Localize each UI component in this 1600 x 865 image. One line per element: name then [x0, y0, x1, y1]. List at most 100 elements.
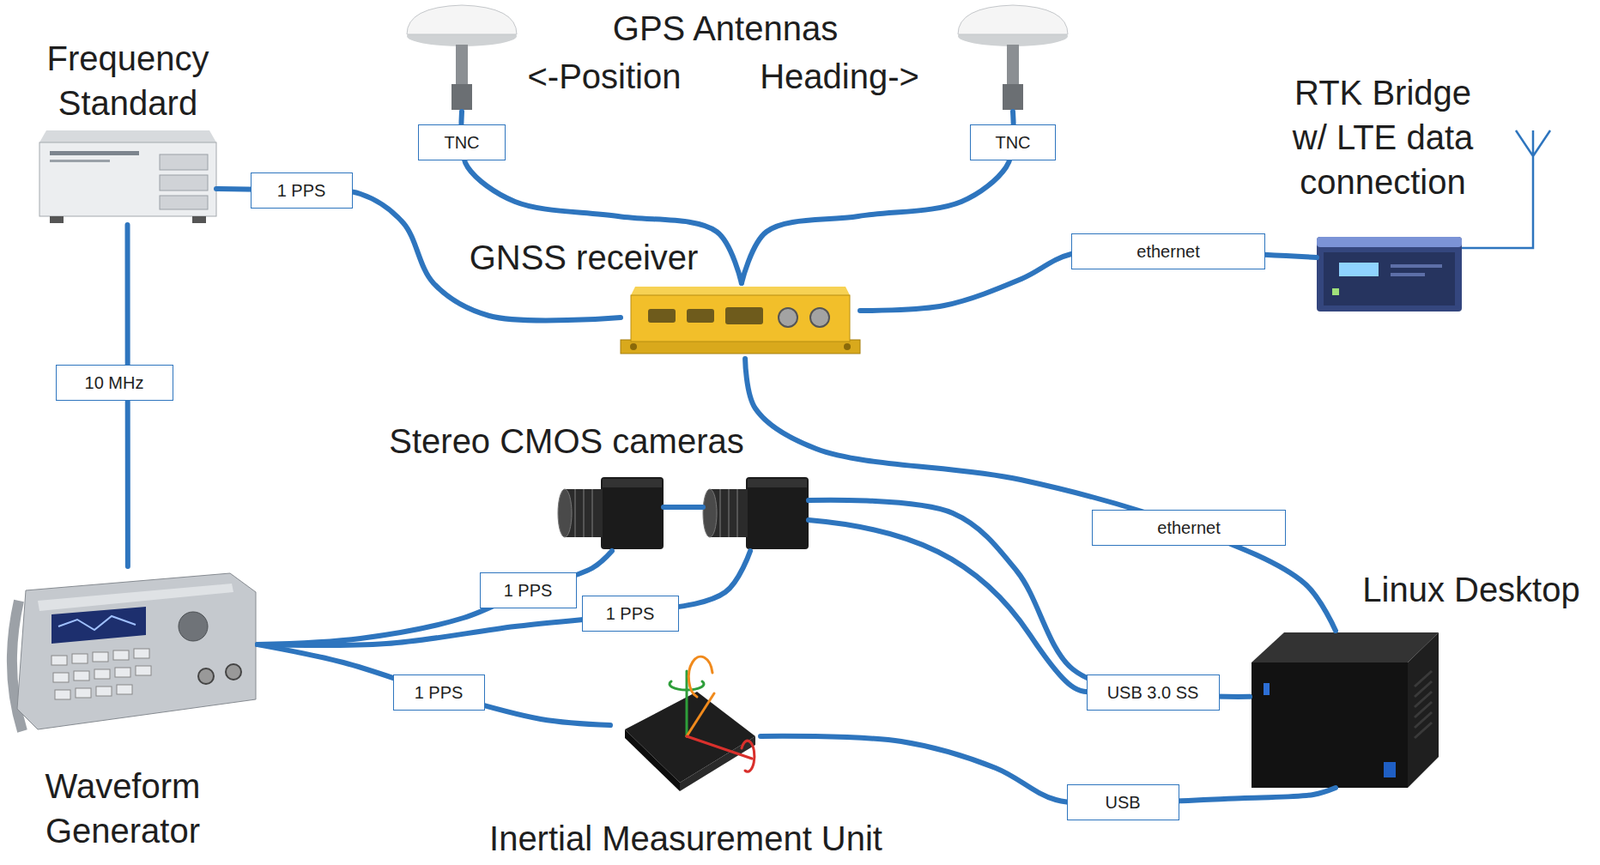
device-label: Stereo CMOS cameras: [388, 418, 744, 464]
signal-cable: [745, 358, 1336, 631]
gnss-receiver-picture: [648, 309, 676, 323]
frequency-standard-picture: [39, 130, 217, 224]
rtk-bridge-picture: [1390, 272, 1425, 277]
gnss-receiver-picture: [630, 286, 850, 296]
rtk-bridge-picture: [1332, 288, 1340, 296]
signal-label: ethernet: [1071, 233, 1266, 270]
gnss-receiver-picture: [630, 343, 637, 351]
desktop-pc-picture: [1414, 722, 1432, 739]
waveform-generator-picture: [17, 573, 256, 730]
waveform-generator-picture: [178, 612, 208, 642]
device-node: <-Position: [403, 3, 521, 112]
signal-label: USB 3.0 SS: [1086, 674, 1220, 711]
gnss-receiver-picture: [843, 343, 851, 351]
gps-antenna-picture: [957, 5, 1068, 35]
waveform-generator-picture: [113, 650, 129, 661]
waveform-generator-picture: [73, 671, 90, 681]
device-node: Heading->: [954, 3, 1072, 112]
gps-antenna-picture: [406, 5, 517, 110]
camera-picture: [574, 489, 576, 538]
frequency-standard-picture: [49, 216, 64, 224]
device-label: Frequency Standard: [16, 36, 240, 126]
waveform-generator-picture: [12, 573, 256, 732]
desktop-pc-picture: [1263, 683, 1270, 696]
frequency-standard-picture: [49, 151, 140, 156]
signal-label: ethernet: [1091, 509, 1286, 546]
imu-picture: [624, 691, 756, 783]
waveform-generator-picture: [225, 664, 242, 680]
signal-label: TNC: [418, 124, 506, 161]
waveform-generator-picture: [198, 668, 214, 685]
frequency-standard-picture: [39, 142, 217, 217]
gnss-receiver-picture: [630, 295, 850, 342]
waveform-generator-picture: [116, 684, 133, 695]
gps-antenna-picture: [451, 84, 473, 110]
device-node: Waveform Generator: [5, 566, 258, 737]
signal-label: 1 PPS: [250, 172, 353, 209]
waveform-generator-picture: [53, 672, 69, 683]
rtk-bridge-picture: [1316, 236, 1462, 312]
camera-picture: [703, 477, 809, 550]
camera-picture: [602, 478, 662, 488]
waveform-generator-picture: [54, 690, 71, 700]
rtk-bridge-picture: [1316, 236, 1462, 312]
camera-picture: [727, 489, 730, 538]
title-label: GPS Antennas: [612, 6, 838, 51]
rtk-bridge-picture: [1339, 262, 1379, 277]
imu-picture: [741, 740, 755, 772]
signal-cable: [257, 551, 613, 645]
connector-group: [127, 111, 1336, 804]
camera-picture: [703, 489, 717, 538]
waveform-generator-picture: [51, 655, 67, 666]
camera-picture: [582, 489, 585, 538]
rtk-bridge-picture: [1390, 264, 1443, 268]
camera-picture: [719, 489, 722, 538]
frequency-standard-picture: [39, 130, 217, 143]
waveform-generator-picture: [72, 654, 88, 664]
rtk-bridge-picture: [1323, 252, 1455, 306]
signal-label: 10 MHz: [55, 364, 174, 401]
waveform-generator-picture: [37, 583, 234, 612]
device-label: GNSS receiver: [469, 235, 699, 280]
waveform-generator-picture: [92, 652, 109, 662]
waveform-generator-picture: [51, 648, 152, 700]
imu-picture: [688, 656, 713, 697]
signal-label: 1 PPS: [581, 595, 679, 632]
camera-picture: [557, 477, 664, 550]
signal-label: 1 PPS: [479, 572, 577, 609]
signal-cable: [760, 736, 1336, 804]
frequency-standard-picture: [49, 159, 110, 163]
device-node: Inertial Measurement Unit: [610, 653, 761, 812]
camera-picture: [720, 489, 738, 538]
device-label: Heading->: [759, 54, 920, 99]
gps-antenna-picture: [406, 5, 517, 35]
gps-antenna-picture: [957, 5, 1068, 110]
gnss-receiver-picture: [810, 308, 830, 328]
frequency-standard-picture: [192, 216, 207, 224]
device-node: Stereo CMOS cameras: [556, 471, 809, 552]
desktop-pc-picture: [1414, 671, 1432, 739]
camera-picture: [745, 477, 809, 550]
camera-picture: [600, 477, 664, 550]
waveform-generator-picture: [58, 616, 136, 631]
desktop-pc-picture: [1251, 662, 1408, 788]
gnss-receiver-picture: [778, 308, 798, 328]
camera-cable: [663, 507, 1116, 692]
imu-picture: [624, 656, 756, 792]
gps-antenna-picture: [455, 44, 468, 86]
device-node: Linux Desktop: [1249, 630, 1439, 788]
device-node: RTK Bridge w/ LTE data connection: [1316, 236, 1462, 312]
camera-picture: [557, 489, 572, 538]
signal-label: USB: [1066, 784, 1180, 821]
camera-picture: [747, 478, 807, 488]
device-label: Inertial Measurement Unit: [489, 816, 883, 861]
imu-picture: [669, 656, 755, 772]
gps-antenna-picture: [1002, 84, 1024, 110]
camera-picture: [591, 489, 594, 538]
camera-picture: [575, 489, 593, 538]
lte-antenna-symbol: [1461, 130, 1551, 249]
device-node: Frequency Standard: [38, 128, 217, 225]
waveform-generator-picture: [115, 667, 131, 678]
rtk-bridge-picture: [1316, 236, 1462, 248]
